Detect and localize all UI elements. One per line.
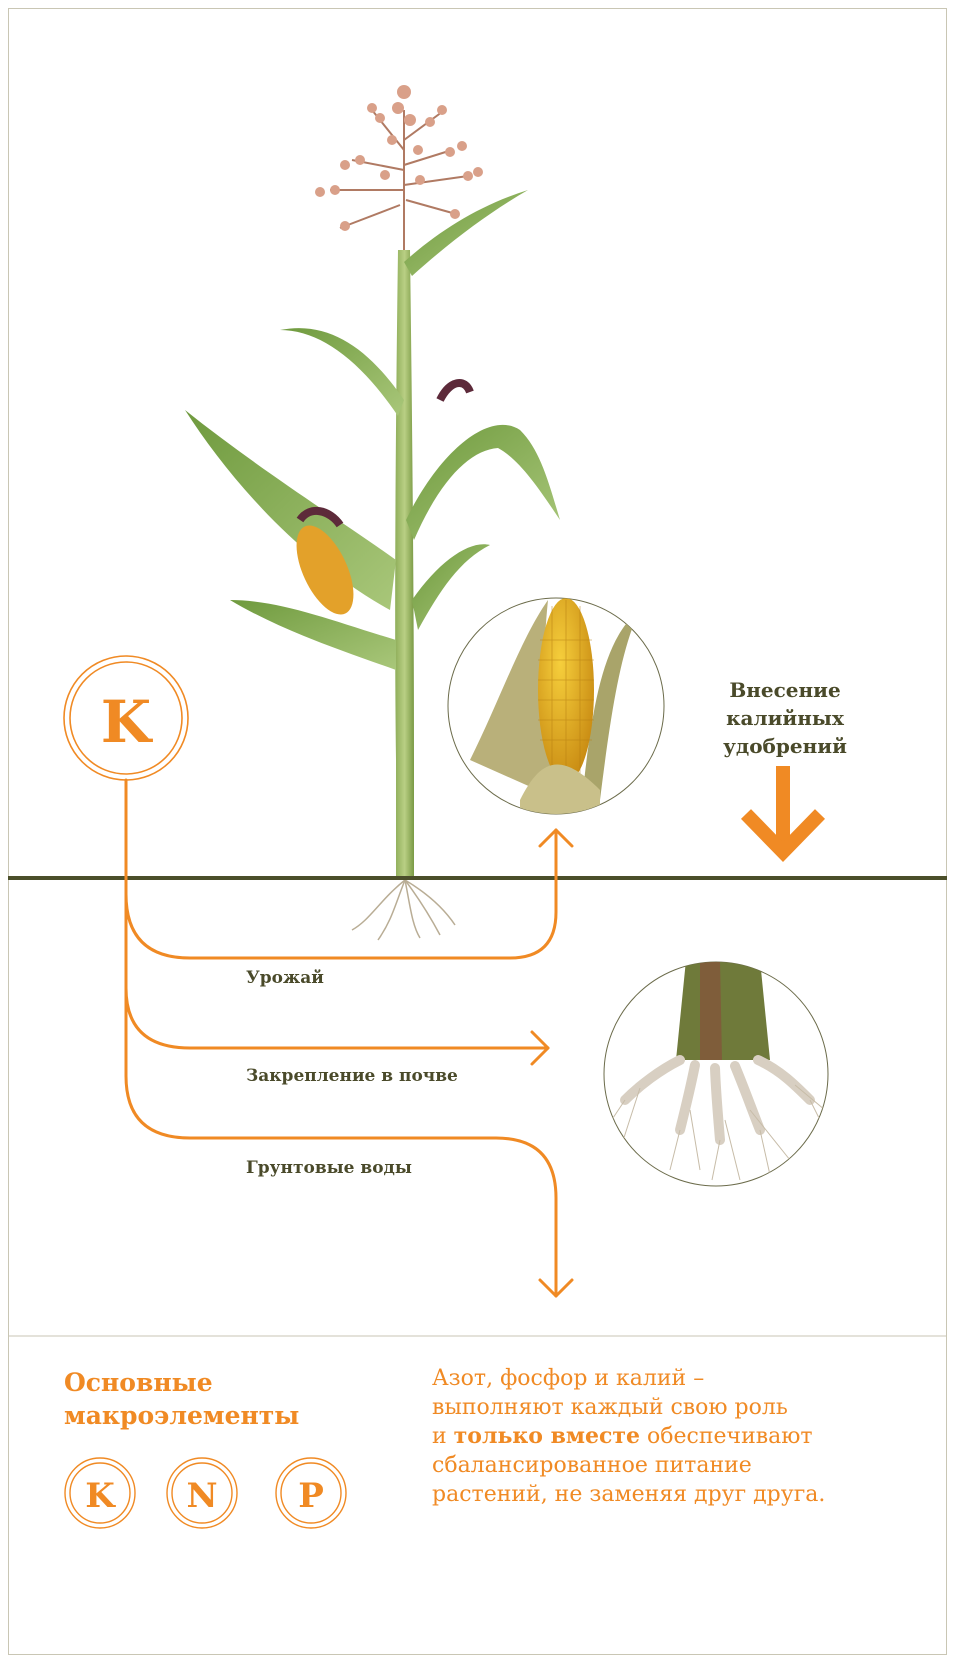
corn-roots-icon [604, 960, 830, 1186]
flow-label-soil: Закрепление в почве [246, 1066, 458, 1086]
description-bold: только вместе [454, 1423, 640, 1449]
description-line: сбалансированное питание [432, 1451, 902, 1480]
badge-n: N [167, 1458, 237, 1528]
macroelements-title-line: Основные [64, 1366, 299, 1399]
corn-cob-icon [448, 598, 664, 830]
macroelements-description: Азот, фосфор и калий – выполняют каждый … [432, 1364, 902, 1509]
description-line: Азот, фосфор и калий – [432, 1364, 902, 1393]
application-title-line: Внесение [700, 676, 870, 704]
badge-k-letter: K [85, 1476, 116, 1516]
flow-line-groundwater [126, 988, 556, 1296]
description-line: выполняют каждый свою роль [432, 1393, 902, 1422]
macroelements-title-line: макроэлементы [64, 1399, 299, 1432]
badge-letter: K [101, 688, 154, 756]
application-title-line: удобрений [700, 732, 870, 760]
flow-label-groundwater: Грунтовые воды [246, 1158, 412, 1178]
flow-label-yield: Урожай [246, 968, 324, 988]
potassium-badge: K [64, 656, 188, 780]
description-line: растений, не заменяя друг друга. [432, 1480, 902, 1509]
macroelements-title: Основные макроэлементы [64, 1366, 299, 1432]
badge-p-letter: P [298, 1476, 324, 1516]
badge-p: P [276, 1458, 346, 1528]
description-line-emphasis: и только вместе обеспечивают [432, 1422, 902, 1451]
flow-line-yield [126, 780, 556, 958]
application-title-line: калийных [700, 704, 870, 732]
application-title: Внесение калийных удобрений [700, 676, 870, 760]
corn-plant-icon [185, 85, 560, 940]
badge-k: K [65, 1458, 135, 1528]
badge-n-letter: N [186, 1476, 217, 1516]
flow-line-soil [126, 894, 548, 1048]
description-prefix: и [432, 1424, 454, 1449]
description-suffix: обеспечивают [640, 1424, 813, 1449]
down-arrow-icon [746, 766, 820, 852]
